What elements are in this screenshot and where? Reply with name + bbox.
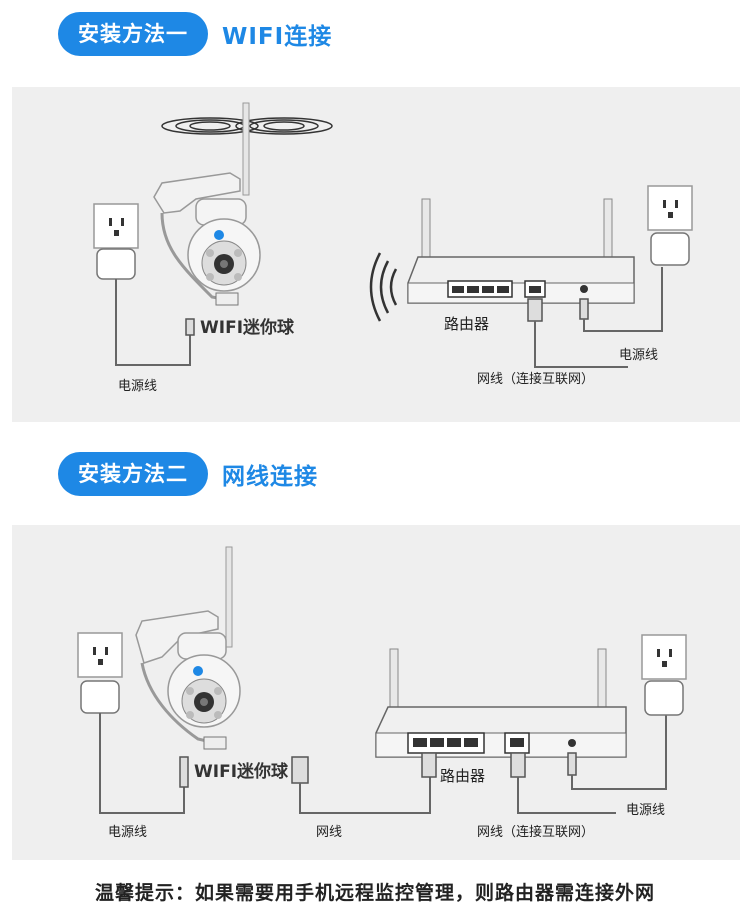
- method1-illustration: [93, 102, 693, 368]
- method1-badge: 安装方法一: [58, 12, 208, 56]
- power-cord-label-left: 电源线: [108, 825, 148, 840]
- router-label: 路由器: [440, 767, 486, 785]
- method1-title: WIFI连接: [222, 24, 333, 50]
- power-cord-label-left: 电源线: [118, 379, 158, 394]
- router-icon: [375, 648, 627, 758]
- method2-header: 安装方法二 网线连接: [58, 452, 318, 496]
- power-outlet-icon: [93, 203, 139, 249]
- method2-title: 网线连接: [222, 464, 318, 490]
- power-cord-label-right: 电源线: [626, 803, 666, 818]
- network-cable-label: 网线（连接互联网）: [477, 825, 595, 840]
- method2-illustration: [77, 546, 687, 814]
- rj45-plug-icon: [527, 298, 543, 322]
- method2-badge: 安装方法二: [58, 452, 208, 496]
- power-outlet-icon: [641, 634, 687, 680]
- network-cable-label: 网线（连接互联网）: [477, 372, 595, 387]
- method2-diagram: WIFI迷你球 路由器 电源线 网线 网线（连接互联网） 电源线: [12, 525, 740, 860]
- power-cord-label-right: 电源线: [619, 348, 659, 363]
- method1-header: 安装方法一 WIFI连接: [58, 12, 332, 56]
- power-outlet-icon: [77, 632, 123, 678]
- camera-label: WIFI迷你球: [194, 762, 289, 782]
- ptz-camera-icon: [167, 632, 241, 728]
- camera-label: WIFI迷你球: [200, 318, 295, 338]
- rj45-plug-icon: [421, 752, 437, 778]
- router-icon: [407, 198, 635, 304]
- power-adapter-icon: [96, 248, 136, 280]
- power-adapter-icon: [650, 232, 690, 266]
- method1-diagram: WIFI迷你球 路由器 电源线 电源线 网线（连接互联网）: [12, 87, 740, 422]
- ptz-camera-icon: [187, 198, 261, 292]
- power-outlet-icon: [647, 185, 693, 231]
- rj45-plug-icon: [291, 756, 309, 784]
- cable-label: 网线: [316, 825, 343, 840]
- rj45-plug-icon: [510, 752, 526, 778]
- power-adapter-icon: [644, 680, 684, 716]
- wifi-signal-icon: [161, 117, 333, 135]
- footer-tip: 温馨提示：如果需要用手机远程监控管理，则路由器需连接外网: [94, 882, 655, 904]
- power-adapter-icon: [80, 680, 120, 714]
- router-label: 路由器: [444, 315, 490, 333]
